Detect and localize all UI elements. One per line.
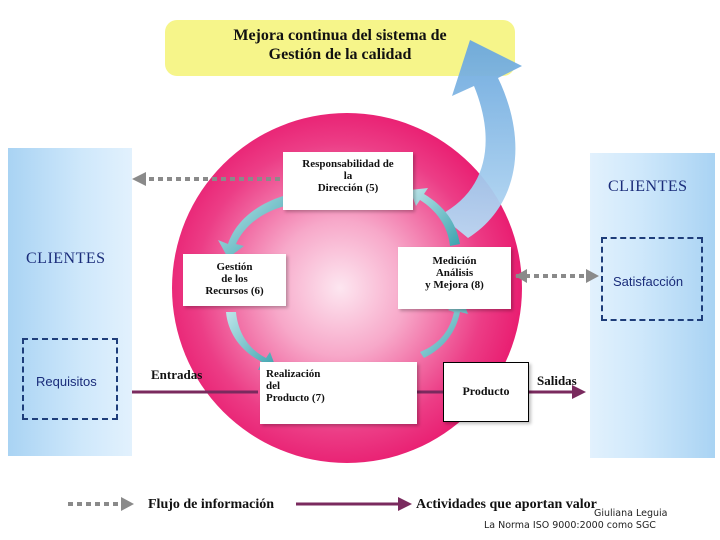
- info-flow-arrow-top: [132, 172, 280, 186]
- management-responsibility-line3: Dirección (5): [317, 182, 379, 194]
- banner-title-line2: Gestión de la calidad: [268, 46, 412, 63]
- resource-management-line3: Recursos (6): [205, 285, 264, 297]
- improvement-arrow: [440, 40, 522, 238]
- info-flow-arrow-right: [515, 269, 599, 283]
- resource-management-line1: Gestión: [216, 261, 253, 273]
- requirements-box: [22, 338, 118, 420]
- product-box: Producto: [443, 362, 529, 422]
- measurement-analysis-line3: y Mejora (8): [425, 279, 484, 291]
- cycle-arrow-left-bottom: [226, 312, 276, 370]
- resource-management-line2: de los: [221, 273, 248, 285]
- banner-title-line1: Mejora continua del sistema de: [233, 27, 447, 44]
- product-realization-line1: Realización: [266, 368, 321, 380]
- cycle-arrow-right-top: [410, 188, 460, 246]
- author-name: Giuliana Leguia: [594, 508, 668, 519]
- product-label: Producto: [462, 384, 510, 398]
- satisfaction-box: [601, 237, 703, 321]
- legend-info-flow-arrow: [68, 497, 134, 511]
- legend-value-arrow: [296, 497, 412, 511]
- cycle-arrow-top-left: [218, 196, 285, 258]
- author-work-title: La Norma ISO 9000:2000 como SGC: [484, 520, 656, 531]
- measurement-analysis-box: Medición Análisis y Mejora (8): [398, 247, 511, 309]
- clients-left-column: [8, 148, 132, 456]
- outputs-label: Salidas: [537, 373, 577, 388]
- product-realization-line2: del: [266, 380, 281, 392]
- product-to-outputs-arrow: [417, 385, 586, 399]
- clients-left-label: CLIENTES: [26, 250, 106, 267]
- measurement-analysis-line1: Medición: [432, 255, 477, 267]
- clients-right-label: CLIENTES: [608, 178, 688, 195]
- product-realization-box: Realización del Producto (7): [260, 362, 417, 424]
- clients-right-column: [590, 153, 715, 458]
- resource-management-box: Gestión de los Recursos (6): [183, 254, 286, 306]
- inputs-label: Entradas: [151, 367, 203, 382]
- management-responsibility-line2: la: [343, 170, 353, 182]
- satisfaction-label: Satisfacción: [613, 274, 684, 289]
- management-responsibility-line1: Responsabilidad de: [302, 158, 394, 170]
- legend-info-flow-label: Flujo de información: [148, 497, 274, 512]
- requirements-label: Requisitos: [36, 374, 97, 389]
- process-sphere: [172, 113, 522, 463]
- product-realization-line3: Producto (7): [266, 392, 325, 404]
- legend-value-activities-label: Actividades que aportan valor: [416, 497, 597, 512]
- cycle-arrow-bottom-right: [420, 298, 468, 358]
- management-responsibility-box: Responsabilidad de la Dirección (5): [283, 152, 413, 210]
- measurement-analysis-line2: Análisis: [435, 267, 474, 279]
- improvement-banner: Mejora continua del sistema de Gestión d…: [165, 20, 515, 76]
